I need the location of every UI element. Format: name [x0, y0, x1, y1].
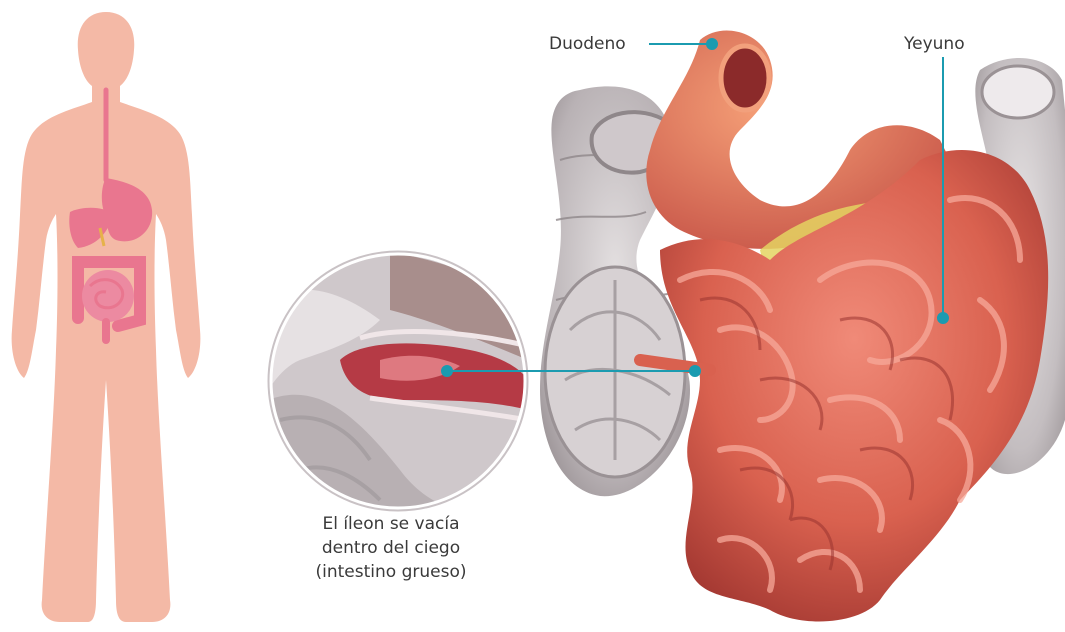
label-duodeno: Duodeno: [549, 33, 626, 55]
yeyuno-callout-dot: [938, 313, 948, 323]
ileon-callout-dot-left: [442, 366, 452, 376]
small-intestine: [82, 270, 134, 322]
label-ileon: El íleon se vacía dentro del ciego (inte…: [296, 512, 486, 584]
colon-opening-top: [982, 66, 1054, 118]
duodeno-callout-dot: [707, 39, 717, 49]
human-body-silhouette: [12, 12, 201, 622]
ileon-callout-dot-right: [690, 366, 700, 376]
label-ileon-line-2: dentro del ciego: [296, 536, 486, 560]
label-ileon-line-1: El íleon se vacía: [296, 512, 486, 536]
label-ileon-line-3: (intestino grueso): [296, 560, 486, 584]
duodenum-opening: [721, 46, 769, 110]
ileocecal-zoom-circle: [268, 252, 528, 515]
label-yeyuno: Yeyuno: [904, 33, 965, 55]
